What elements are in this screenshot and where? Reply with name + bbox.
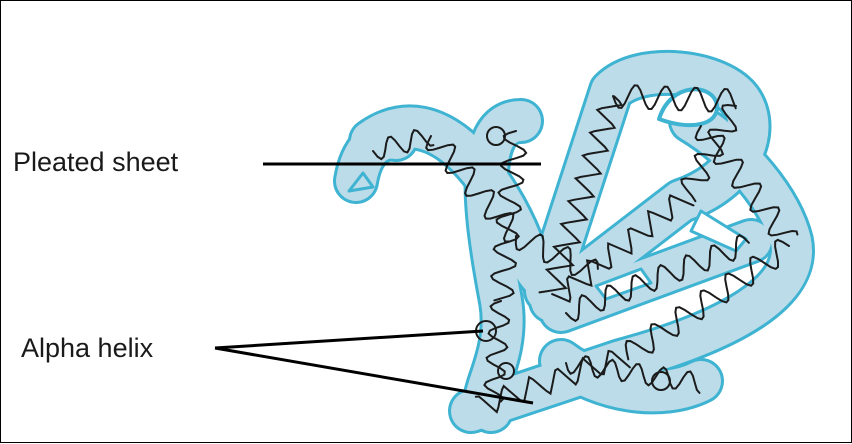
alpha-helix-leader-line-1: [215, 331, 483, 348]
pleated-sheet-label: Pleated sheet: [13, 149, 178, 176]
protein-ribbon: [349, 73, 792, 411]
alpha-helix-label: Alpha helix: [21, 335, 153, 362]
